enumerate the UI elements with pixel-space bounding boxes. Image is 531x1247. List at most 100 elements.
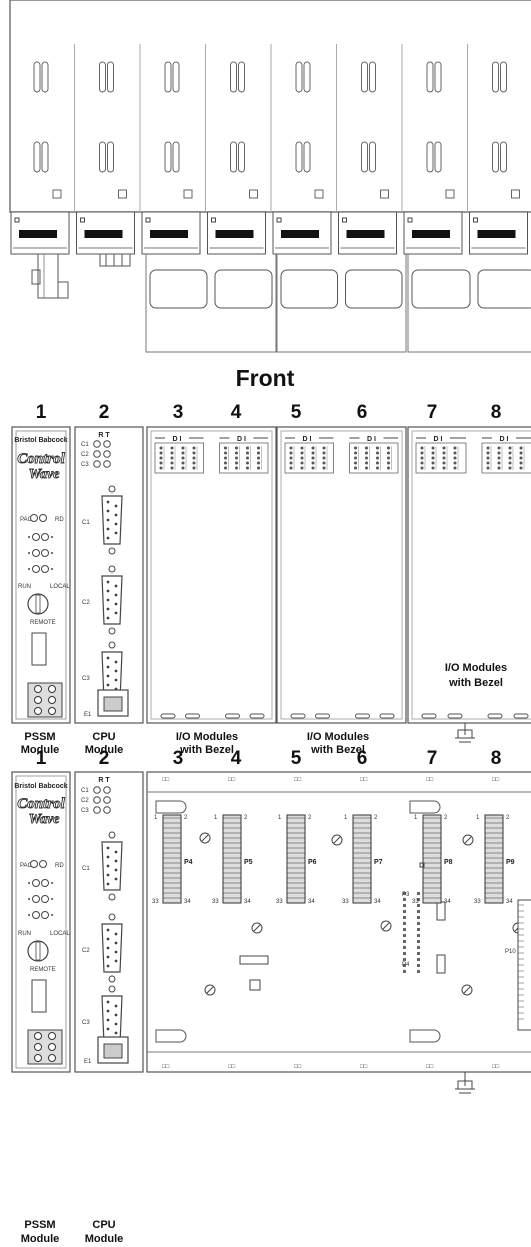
pssm-back-logo-line2: Wave — [29, 812, 60, 827]
io-module-front: D I — [219, 436, 269, 719]
pssm-module-back: Bristol Babcock Control Wave PAC RD RUN … — [11, 771, 71, 1073]
front-slot-number: 7 — [427, 402, 438, 423]
back-slot-number: 5 — [291, 748, 302, 769]
terminal-screw-icon — [34, 1054, 42, 1062]
svg-text:1: 1 — [344, 815, 348, 821]
front-bottom-label-line1: I/O Modules — [307, 731, 369, 743]
cpu-led-label: C2 — [81, 452, 89, 458]
front-bottom-label-line1: CPU — [92, 731, 115, 743]
pssm-toggle-switch[interactable] — [31, 632, 47, 666]
svg-text:□□: □□ — [162, 777, 170, 783]
io-module-front: D I — [154, 436, 204, 719]
terminal-screw-icon — [48, 1043, 56, 1051]
mounting-slot-icon — [155, 800, 187, 814]
cpu-port-label-e1: E1 — [84, 712, 92, 718]
terminal-screw-icon — [34, 1032, 42, 1040]
ground-symbol — [455, 723, 475, 743]
io-module-label: D I — [500, 436, 509, 443]
io-module-front: D I — [284, 436, 334, 719]
pssm-led-pair — [28, 895, 53, 903]
pssm-back-switch-label-local: LOCAL — [50, 931, 70, 937]
serial-port-icon[interactable]: C1 — [82, 485, 123, 555]
backplane-connector-label: P10 — [505, 949, 516, 955]
front-title: Front — [236, 365, 295, 391]
top-connector-clip — [338, 211, 397, 255]
cpu-port-label: C3 — [82, 676, 90, 682]
io-module-tray — [407, 254, 531, 353]
terminal-screw-icon — [34, 696, 42, 704]
pssm-logo-line2: Wave — [29, 467, 60, 482]
front-bottom-label-line2: with Bezel — [310, 744, 365, 756]
inner-io-label-line2: with Bezel — [448, 677, 503, 689]
pssm-back-switch-label-run: RUN — [18, 931, 31, 937]
top-slot — [270, 44, 324, 212]
pssm-module-front: Bristol Babcock Control Wave PAC RD RUN … — [11, 426, 71, 724]
svg-text:□□: □□ — [360, 1064, 368, 1070]
pssm-led-pair — [28, 549, 53, 557]
front-bottom-label-line2: with Bezel — [179, 744, 234, 756]
cpu-back-port-label-e1: E1 — [84, 1059, 92, 1065]
terminal-screw-icon — [48, 1054, 56, 1062]
pssm-back-led-label-right: RD — [55, 863, 64, 869]
terminal-label: P8 — [444, 859, 453, 866]
terminal-label: P4 — [184, 859, 193, 866]
backplane: □□□□□□□□□□□□□□□□□□□□□□□□ — [146, 771, 531, 1073]
svg-text:1: 1 — [414, 815, 418, 821]
top-connector-clip — [141, 211, 201, 255]
top-connector-clip — [10, 211, 70, 255]
svg-text:33: 33 — [342, 899, 349, 905]
top-connector-clip — [207, 211, 266, 255]
pssm-back-switch-label-remote: REMOTE — [30, 967, 56, 973]
fuse-icon — [239, 955, 269, 965]
svg-text:□□: □□ — [162, 1064, 170, 1070]
top-connector-clip — [403, 211, 463, 255]
cpu-led-label: C2 — [81, 798, 89, 804]
mounting-slot-icon — [409, 800, 441, 814]
top-connector-clip — [272, 211, 332, 255]
back-slot-number: 6 — [357, 748, 368, 769]
front-slot-number: 6 — [357, 402, 368, 423]
svg-text:□□: □□ — [294, 777, 302, 783]
jumper-label-bottom: P4 — [402, 962, 410, 968]
io-module-label: D I — [434, 436, 443, 443]
serial-port-icon[interactable]: C1 — [82, 831, 123, 901]
back-bottom-label-line1: PSSM — [24, 1219, 55, 1231]
top-slot — [336, 44, 389, 212]
svg-text:□□: □□ — [426, 1064, 434, 1070]
io-module-tray — [145, 254, 277, 353]
pssm-terminal-block — [27, 682, 63, 718]
top-slot — [33, 61, 62, 199]
cpu-rt-header: R T — [98, 432, 110, 439]
svg-text:34: 34 — [308, 899, 315, 905]
pssm-switch-label-remote: REMOTE — [30, 620, 56, 626]
pssm-back-toggle-switch[interactable] — [31, 979, 47, 1013]
svg-text:33: 33 — [276, 899, 283, 905]
front-bottom-label-line1: I/O Modules — [176, 731, 238, 743]
serial-port-icon[interactable]: C2 — [82, 565, 123, 635]
pssm-bottom-connector — [31, 253, 69, 299]
pssm-switch-label-local: LOCAL — [50, 584, 70, 590]
pssm-back-logo-header: Bristol Babcock — [14, 783, 67, 790]
top-slot — [74, 44, 127, 212]
top-slot — [467, 44, 520, 212]
top-slot — [401, 44, 455, 212]
svg-text:34: 34 — [184, 899, 191, 905]
top-connector-clip — [76, 211, 135, 255]
jumper-block: P3 P4 — [402, 862, 425, 968]
back-slot-number: 8 — [491, 748, 502, 769]
svg-text:1: 1 — [476, 815, 480, 821]
terminal-screw-icon — [34, 685, 42, 693]
back-slot-number: 3 — [173, 748, 184, 769]
pssm-back-led-label-left: PAC — [20, 863, 33, 869]
jumper-label-top: P3 — [402, 892, 410, 898]
front-bottom-label-line2: Module — [21, 744, 60, 756]
serial-port-icon[interactable]: C2 — [82, 913, 123, 983]
cpu-led-label: C3 — [81, 808, 89, 814]
front-slot-number: 1 — [36, 402, 47, 423]
svg-text:33: 33 — [152, 899, 159, 905]
